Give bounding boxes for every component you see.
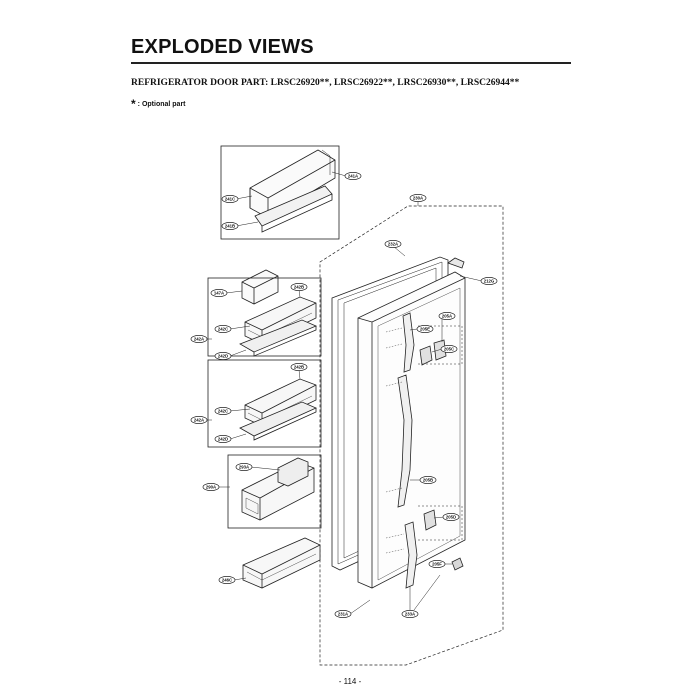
svg-text:293A: 293A xyxy=(239,465,249,470)
door-shelf-frame-2 xyxy=(207,359,322,448)
optional-text: : Optional part xyxy=(137,101,186,108)
svg-text:241A: 241A xyxy=(348,174,358,179)
part-tag-233A: 233A xyxy=(401,610,419,618)
part-tag-147A: 147A xyxy=(210,289,228,297)
handle-bracket-upper xyxy=(419,345,433,366)
part-tag-241C: 241C xyxy=(221,195,239,203)
handle-main-part xyxy=(397,374,413,508)
door-shelf-1-part xyxy=(239,296,318,357)
svg-text:233A: 233A xyxy=(405,612,415,617)
part-tag-205D: 205D xyxy=(442,513,460,521)
part-tag-241A: 241A xyxy=(344,172,362,180)
part-tag-242C-1: 242C xyxy=(214,325,232,333)
door-shelf-frame-1 xyxy=(207,277,322,357)
handle-lower-part xyxy=(404,521,418,589)
upper-door-basket-part xyxy=(249,149,336,233)
handle-bracket-lower xyxy=(423,509,437,531)
part-tag-242B-1: 242B xyxy=(290,283,308,291)
leader-lines xyxy=(207,171,483,615)
svg-text:230A: 230A xyxy=(413,196,423,201)
handle-bracket-mid xyxy=(433,339,447,361)
part-tag-242C-2: 242C xyxy=(214,407,232,415)
part-tag-246C: 246C xyxy=(218,576,236,584)
door-shelf-2-part xyxy=(239,378,317,441)
alignment-lines xyxy=(385,327,405,554)
part-tag-241B: 241B xyxy=(221,222,239,230)
handle-bracket-frame xyxy=(418,325,463,365)
handle-upper-part xyxy=(402,312,415,373)
svg-text:232A: 232A xyxy=(388,242,398,247)
svg-text:242A: 242A xyxy=(194,418,204,423)
part-tag-231A: 231A xyxy=(334,610,352,618)
part-tag-242D-2: 242D xyxy=(214,435,232,443)
part-tag-242A-1: 242A xyxy=(190,335,208,343)
page-title: EXPLODED VIEWS xyxy=(131,36,314,58)
svg-text:205F: 205F xyxy=(432,562,442,567)
svg-text:205E: 205E xyxy=(420,327,430,332)
part-tag-205E: 205E xyxy=(416,325,434,333)
svg-text:231A: 231A xyxy=(338,612,348,617)
door-bin-part xyxy=(241,457,315,521)
part-tag-205A: 205A xyxy=(438,312,456,320)
part-tag-205B: 205B xyxy=(419,476,437,484)
part-tag-242B-2: 242B xyxy=(290,363,308,371)
diagram-subtitle: REFRIGERATOR DOOR PART: LRSC26920**, LRS… xyxy=(131,78,520,88)
part-tag-232A: 232A xyxy=(384,240,402,248)
part-tag-205C: 205C xyxy=(440,345,458,353)
svg-text:241C: 241C xyxy=(225,197,235,202)
svg-text:242A: 242A xyxy=(194,337,204,342)
svg-text:242D: 242D xyxy=(218,354,228,359)
svg-text:205B: 205B xyxy=(423,478,433,483)
svg-text:241B: 241B xyxy=(225,224,235,229)
svg-text:242D: 242D xyxy=(218,437,228,442)
part-tag-242A-2: 242A xyxy=(190,416,208,424)
handle-lower-frame xyxy=(418,505,463,541)
page-number: - 114 - xyxy=(338,677,362,686)
part-tag-212G: 212G xyxy=(480,277,498,285)
optional-part-note: *: Optional part xyxy=(131,97,186,111)
door-bin-frame xyxy=(227,454,322,529)
svg-text:212G: 212G xyxy=(484,279,495,284)
part-tag-293A: 293A xyxy=(235,463,253,471)
svg-text:242B: 242B xyxy=(294,285,304,290)
svg-text:147A: 147A xyxy=(214,291,224,296)
svg-text:242B: 242B xyxy=(294,365,304,370)
dairy-bin-part xyxy=(241,269,279,305)
part-tag-230A: 230A xyxy=(409,194,427,202)
svg-text:205C: 205C xyxy=(444,347,454,352)
svg-text:246C: 246C xyxy=(222,578,232,583)
svg-text:205A: 205A xyxy=(442,314,452,319)
part-tag-290A: 290A xyxy=(202,483,220,491)
title-underline xyxy=(131,62,571,64)
door-hinge-cap xyxy=(447,257,465,269)
basket-241-frame xyxy=(220,145,340,240)
handle-screw-part xyxy=(451,557,464,571)
door-assembly-boundary xyxy=(319,205,504,666)
svg-text:290A: 290A xyxy=(206,485,216,490)
bottom-door-bin-part xyxy=(242,537,321,589)
svg-text:242C: 242C xyxy=(218,409,228,414)
svg-text:205D: 205D xyxy=(446,515,456,520)
part-tag-242D-1: 242D xyxy=(214,352,232,360)
svg-text:242C: 242C xyxy=(218,327,228,332)
part-tag-205F: 205F xyxy=(428,560,446,568)
optional-mark: * xyxy=(131,97,136,111)
